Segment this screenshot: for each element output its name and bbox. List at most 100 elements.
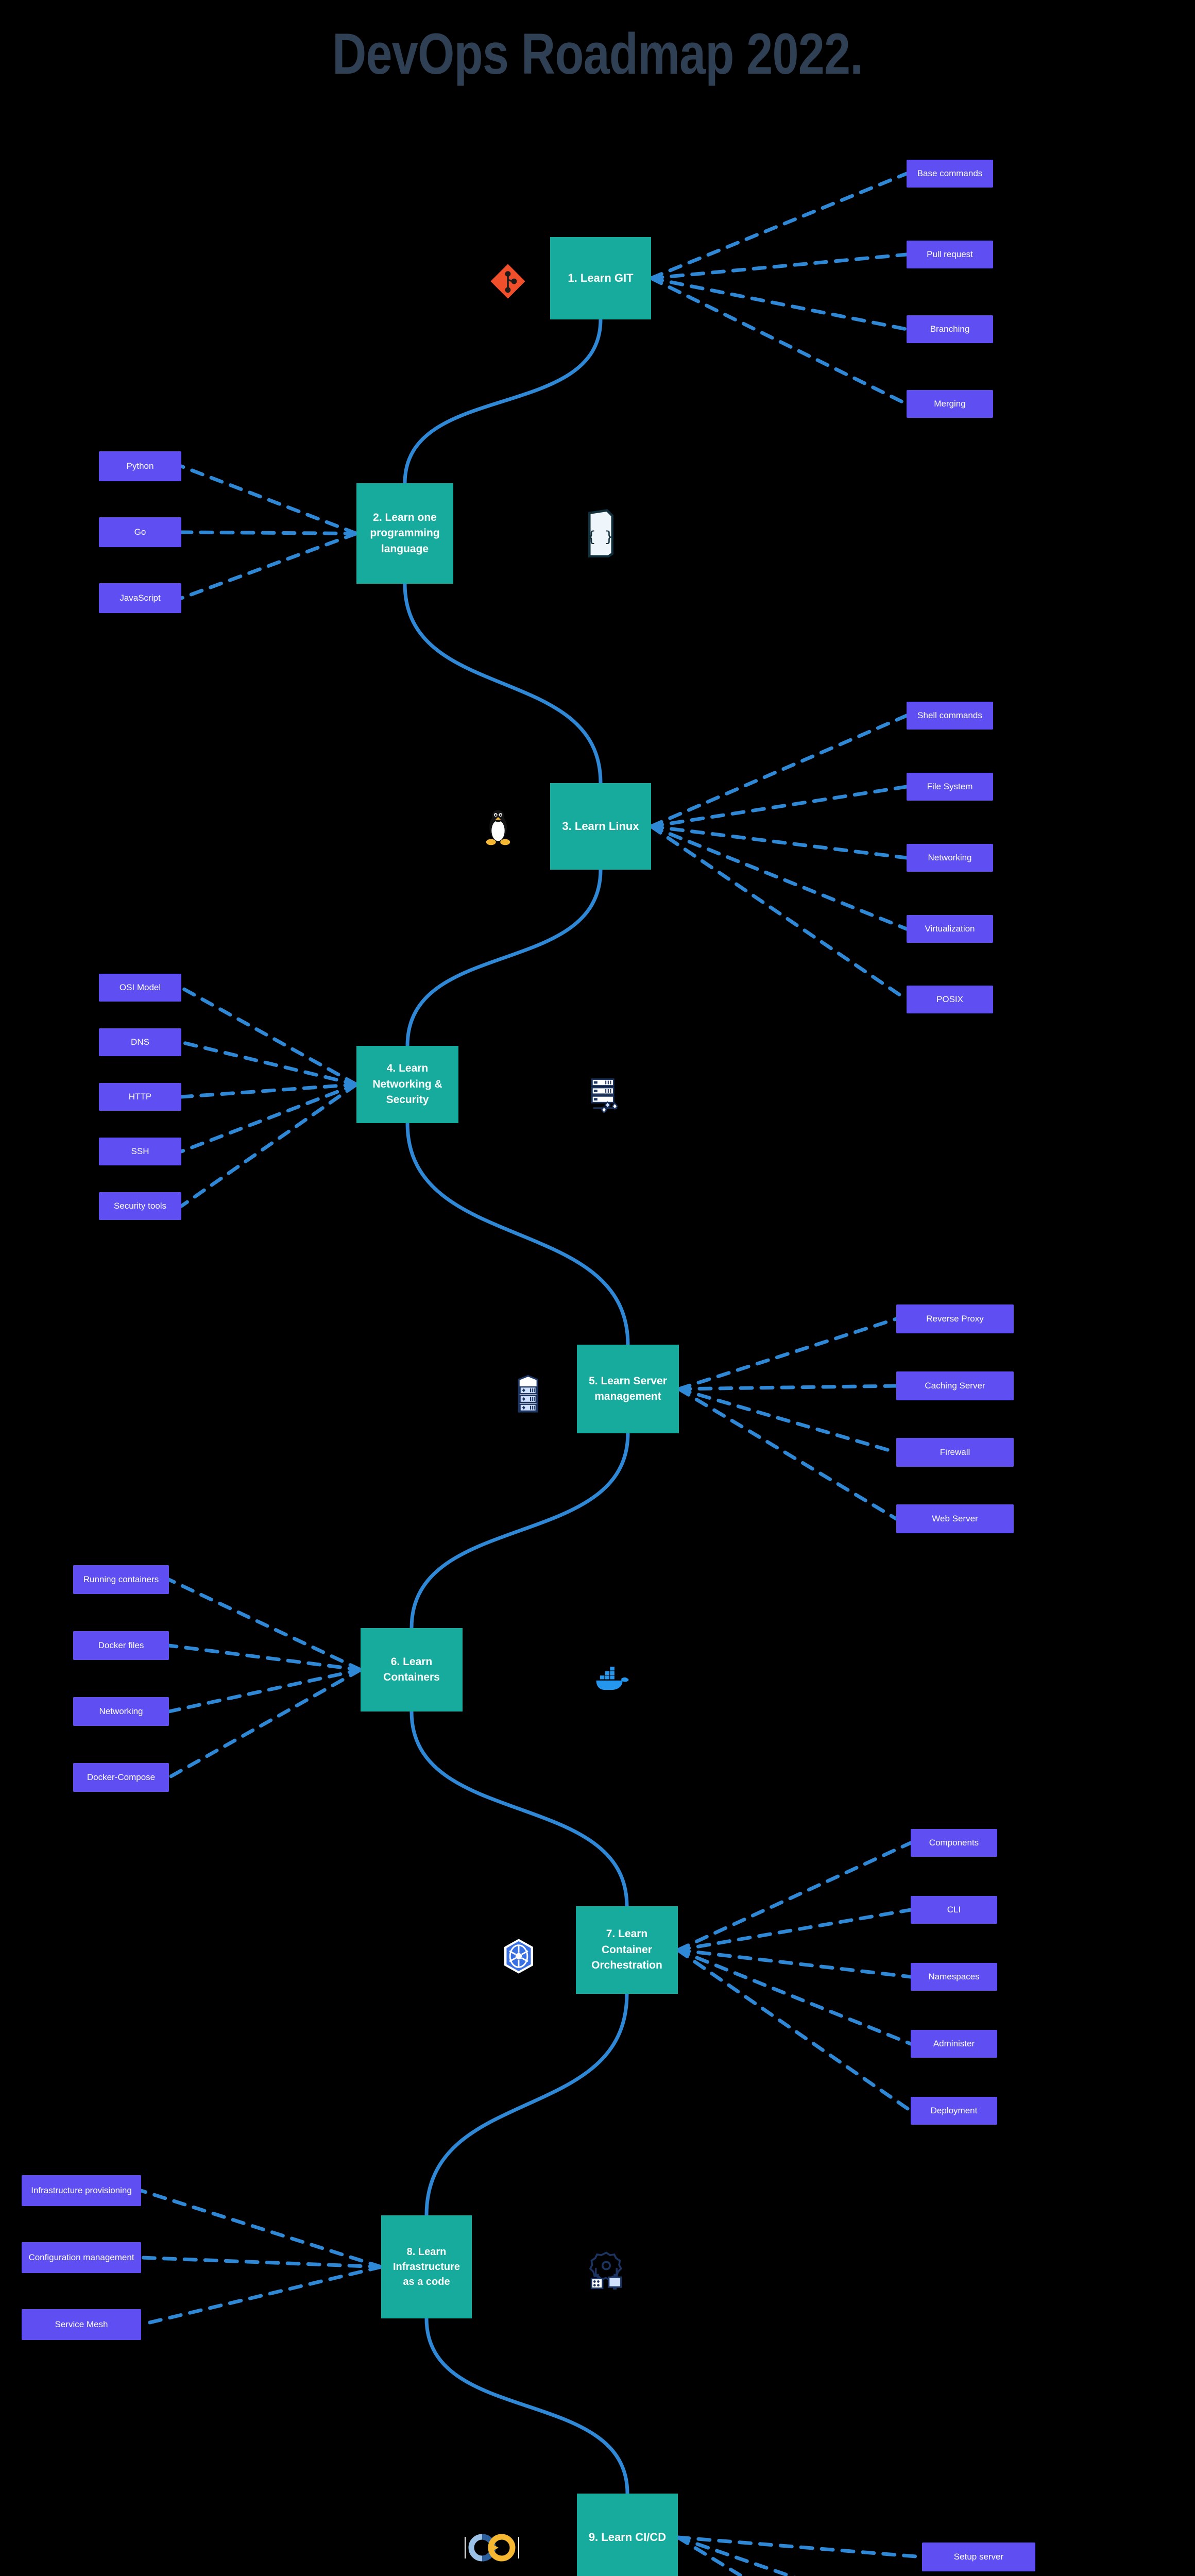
connector-line [676, 2535, 745, 2576]
connector-line [167, 1578, 363, 1672]
sub-node-label: Go [134, 527, 146, 537]
sub-node[interactable]: Networking [73, 1697, 169, 1726]
main-node-label: 9. Learn CI/CD [588, 2531, 667, 2544]
main-node-9[interactable]: 9. Learn CI/CD [577, 2494, 678, 2576]
main-node-4[interactable]: 4. Learn Networking & Security [356, 1046, 458, 1123]
sub-node-label: File System [927, 781, 973, 791]
sub-node[interactable]: Docker files [73, 1631, 169, 1660]
main-node-label: 8. Learn Infrastructure as a code [392, 2246, 460, 2287]
sub-node[interactable]: Merging [907, 390, 993, 418]
main-node-label: 4. Learn Networking & Security [372, 1062, 442, 1106]
gear-config-icon [587, 2251, 625, 2290]
sub-node-label: Reverse Proxy [926, 1313, 984, 1324]
sub-node-label: Networking [928, 852, 972, 862]
sub-node[interactable]: Web Server [896, 1504, 1014, 1533]
main-node-7[interactable]: 7. Learn Container Orchestration [576, 1906, 678, 1994]
sub-node[interactable]: Caching Server [896, 1371, 1014, 1400]
main-node-3[interactable]: 3. Learn Linux [550, 783, 651, 870]
sub-node[interactable]: Base commands [907, 160, 993, 188]
sub-node[interactable]: Firewall [896, 1438, 1014, 1467]
sub-node-label: Python [126, 461, 154, 471]
sub-node[interactable]: Docker-Compose [73, 1763, 169, 1792]
sub-node[interactable]: Administer [911, 2030, 997, 2058]
main-node-label: 2. Learn one programming language [370, 511, 440, 555]
sub-node-label: Namespaces [928, 1971, 980, 1981]
sub-node[interactable]: Branching [907, 315, 993, 343]
sub-node[interactable]: Reverse Proxy [896, 1304, 1014, 1333]
spine-curve [403, 582, 603, 785]
connector-line [649, 824, 909, 860]
connector-line [676, 1841, 913, 1952]
sub-node[interactable]: SSH [99, 1138, 181, 1165]
connector-line [179, 530, 358, 535]
sub-node[interactable]: Service Mesh [22, 2309, 141, 2340]
spine-curve [405, 1121, 630, 1347]
sub-node[interactable]: POSIX [907, 986, 993, 1013]
sub-node-label: Merging [934, 398, 966, 409]
linux-penguin-icon [479, 809, 517, 847]
devops-infinity-icon [464, 2519, 520, 2576]
connector-line [179, 986, 358, 1087]
sub-node[interactable]: Deployment [911, 2097, 997, 2125]
connector-line [677, 1387, 898, 1521]
kubernetes-helm-icon [500, 1937, 538, 1975]
sub-node-label: Deployment [930, 2105, 978, 2115]
sub-node-label: JavaScript [120, 592, 161, 603]
sub-node[interactable]: Running containers [73, 1565, 169, 1594]
connector-line [179, 532, 358, 600]
sub-node[interactable]: Python [99, 451, 181, 481]
main-node-2[interactable]: 2. Learn one programming language [356, 483, 453, 584]
sub-node-label: Security tools [113, 1200, 167, 1211]
network-server-icon [587, 1077, 623, 1113]
sub-node[interactable]: Namespaces [911, 1963, 997, 1991]
sub-node[interactable]: HTTP [99, 1083, 181, 1111]
server-rack-icon [510, 1375, 546, 1413]
main-node-label: 3. Learn Linux [562, 820, 639, 833]
sub-node[interactable]: Go [99, 517, 181, 547]
docker-whale-icon [592, 1656, 631, 1696]
sub-node-label: Docker-Compose [87, 1772, 156, 1782]
main-node-label: 1. Learn GIT [568, 272, 634, 285]
sub-node[interactable]: Configuration management [22, 2242, 141, 2273]
connector-line [676, 1948, 913, 1979]
sub-node-label: Shell commands [917, 710, 982, 720]
sub-node[interactable]: Pull request [907, 241, 993, 268]
connector-line [676, 1948, 913, 2046]
connector-line [649, 714, 909, 828]
sub-node[interactable]: File System [907, 773, 993, 801]
main-node-label: 7. Learn Container Orchestration [591, 1928, 662, 1972]
sub-node[interactable]: Networking [907, 844, 993, 872]
main-node-6[interactable]: 6. Learn Containers [361, 1628, 463, 1711]
sub-node[interactable]: Virtualization [907, 915, 993, 943]
connector-line [649, 785, 909, 828]
sub-node-label: Docker files [98, 1640, 144, 1650]
sub-node[interactable]: OSI Model [99, 974, 181, 1002]
main-node-label: 6. Learn Containers [383, 1655, 440, 1683]
spine-curve [409, 1709, 629, 1908]
main-node-1[interactable]: 1. Learn GIT [550, 237, 651, 319]
git-icon [489, 263, 526, 300]
sub-node[interactable]: JavaScript [99, 583, 181, 613]
code-braces-icon: { } [582, 509, 618, 557]
main-node-5[interactable]: 5. Learn Server management [577, 1345, 679, 1433]
sub-node-label: Setup server [953, 2551, 1004, 2562]
sub-node[interactable]: Setup server [922, 2543, 1035, 2571]
svg-text:{ }: { } [587, 528, 613, 545]
sub-node[interactable]: DNS [99, 1028, 181, 1056]
connector-line [179, 1082, 358, 1208]
main-node-8[interactable]: 8. Learn Infrastructure as a code [381, 2215, 472, 2318]
connector-line [676, 2535, 924, 2559]
sub-node-label: Branching [930, 324, 970, 334]
connector-line [649, 824, 909, 931]
spine-curve [405, 868, 603, 1048]
sub-node[interactable]: CLI [911, 1896, 997, 1924]
spine-curve [403, 317, 603, 485]
sub-node[interactable]: Infrastructure provisioning [22, 2175, 141, 2206]
connector-line [677, 1387, 898, 1454]
sub-node[interactable]: Components [911, 1829, 997, 1857]
sub-node[interactable]: Security tools [99, 1192, 181, 1220]
connector-line [649, 824, 909, 1002]
sub-node[interactable]: Shell commands [907, 702, 993, 730]
